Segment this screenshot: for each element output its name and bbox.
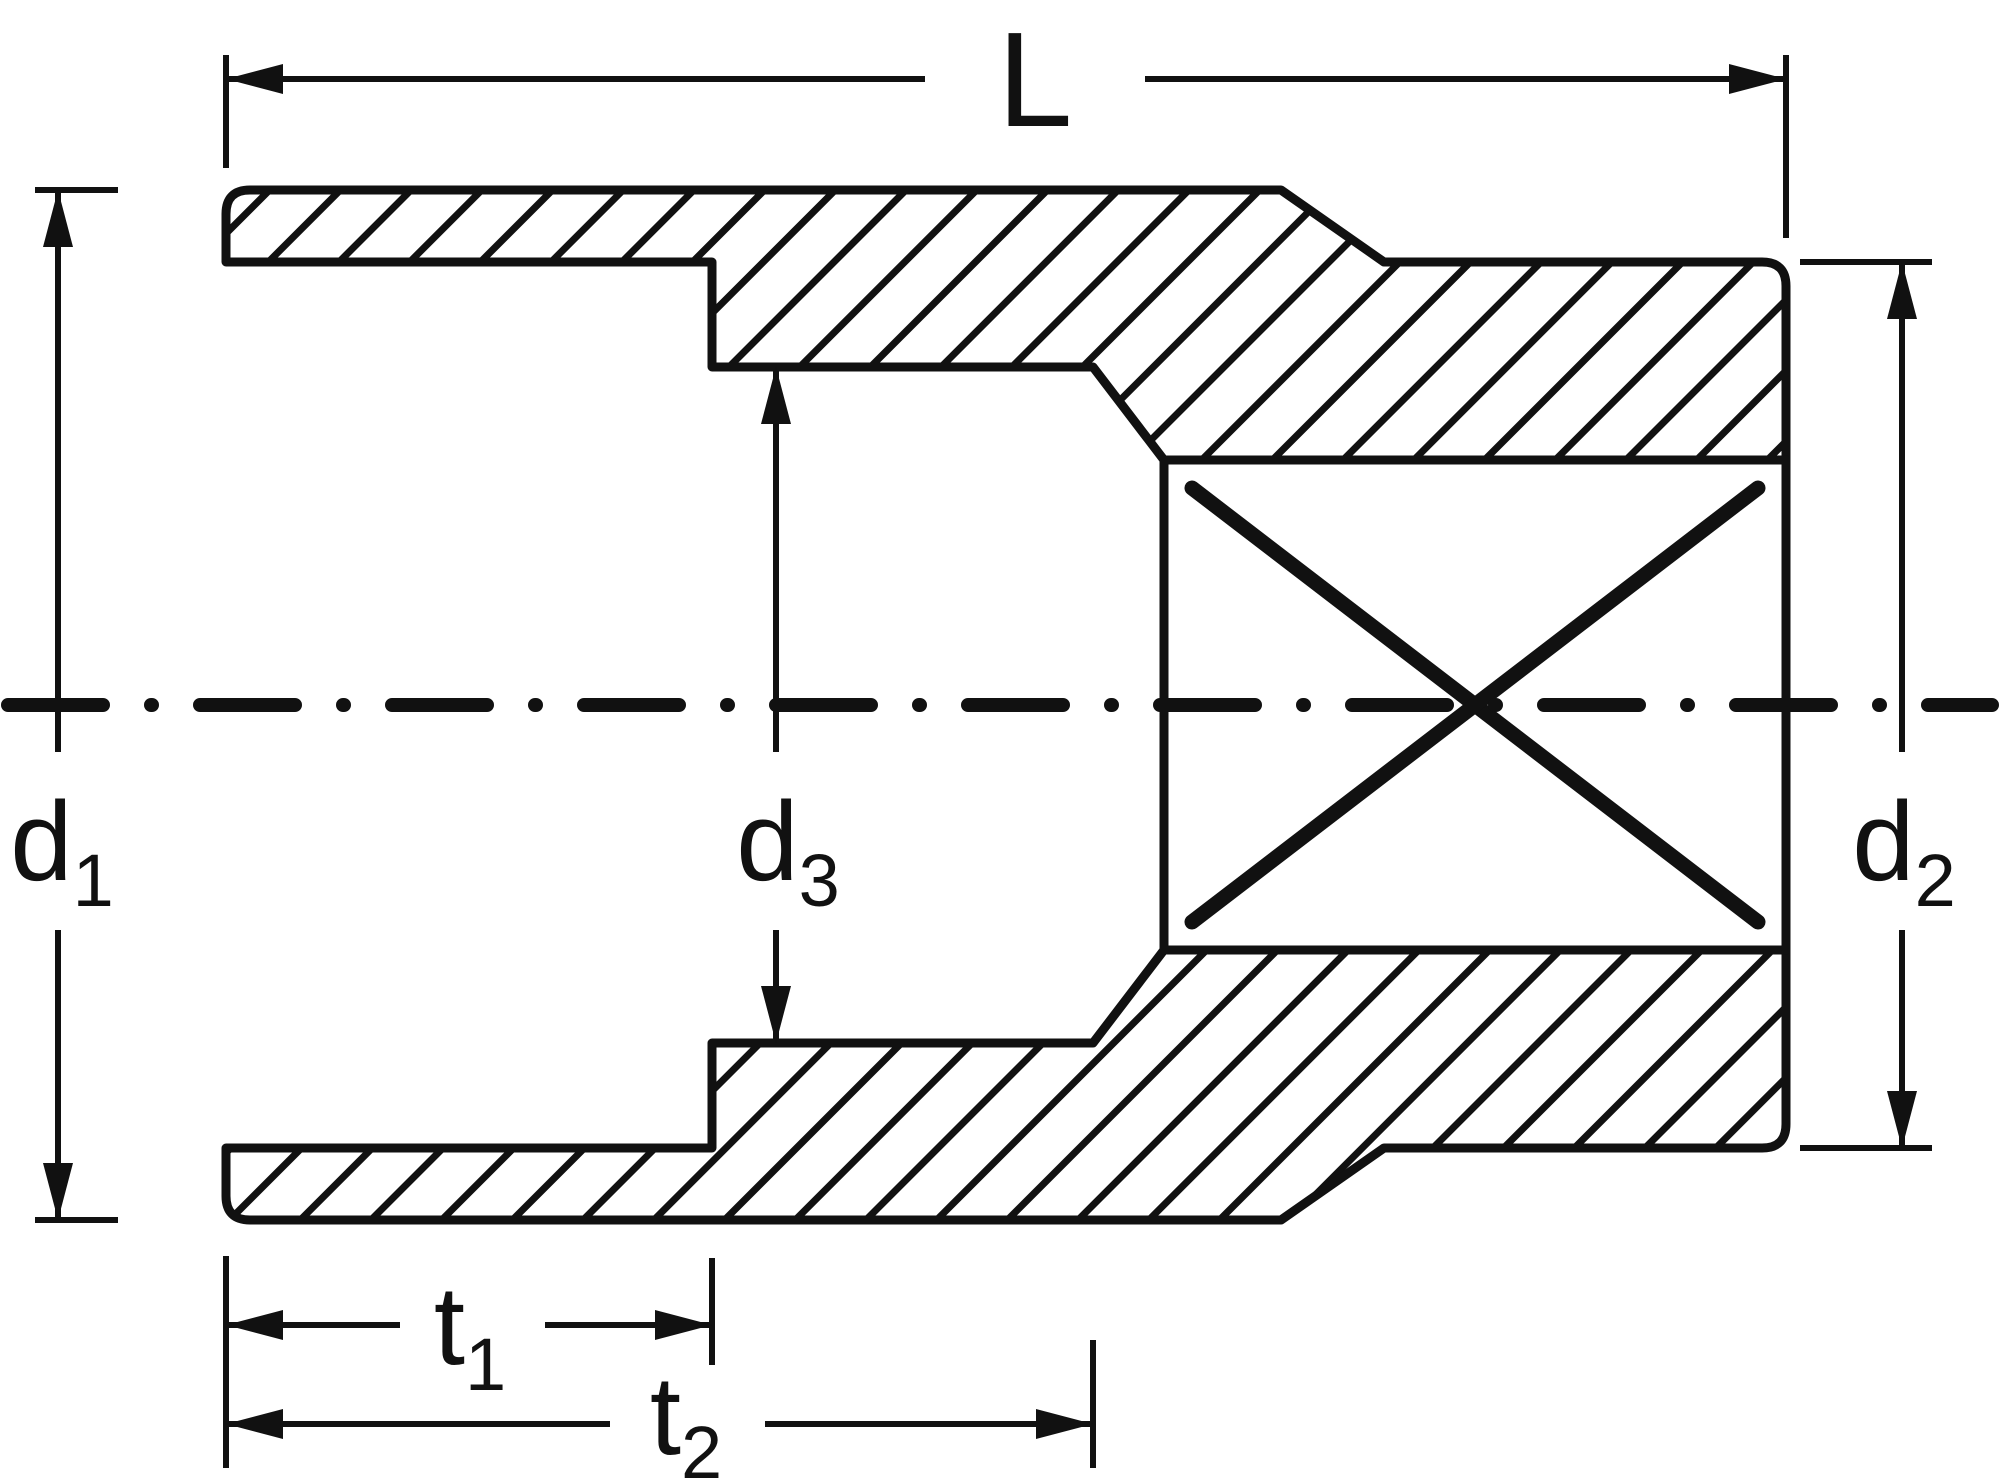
arrowhead-right <box>1729 64 1786 94</box>
arrowhead-right <box>655 1310 712 1340</box>
arrowhead-left <box>226 1310 283 1340</box>
dimension-t2: t2 <box>223 1256 1096 1482</box>
arrowhead-down <box>761 986 791 1043</box>
dimension-d3: d3 <box>736 367 840 1043</box>
dimension-t1: t1 <box>226 1258 715 1406</box>
arrowhead-left <box>226 64 283 94</box>
upper-wall-section <box>221 185 1791 465</box>
x-diagonal-2 <box>1184 480 1766 930</box>
label-d3: d3 <box>736 779 839 922</box>
arrowhead-down <box>1887 1091 1917 1148</box>
arrowhead-right <box>1036 1409 1093 1439</box>
arrowhead-left <box>226 1409 283 1439</box>
arrowhead-up <box>761 367 791 424</box>
arrowhead-up <box>1887 262 1917 319</box>
label-t1: t1 <box>434 1263 506 1406</box>
label-d1: d1 <box>10 779 113 922</box>
label-L: L <box>997 4 1072 155</box>
arrowhead-down <box>43 1163 73 1220</box>
arrowhead-up <box>43 190 73 247</box>
label-d2: d2 <box>1852 779 1955 922</box>
lower-wall-section <box>221 945 1791 1225</box>
square-drive-x-mark <box>1184 480 1766 930</box>
socket-body <box>1 185 1999 1225</box>
dimension-annotations: L d1 d2 <box>10 4 1955 1482</box>
dimension-L: L <box>223 4 1789 238</box>
dimension-d1: d1 <box>10 187 118 1223</box>
dimension-d2: d2 <box>1800 259 1956 1151</box>
label-t2: t2 <box>650 1353 722 1482</box>
